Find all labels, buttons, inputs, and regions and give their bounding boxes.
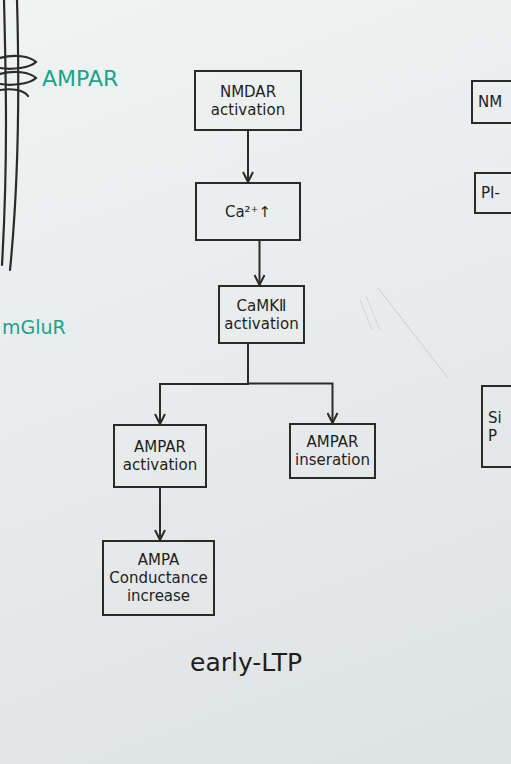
flow-arrow <box>247 131 249 182</box>
flow-arrow <box>160 344 248 424</box>
box-text: CaMKⅡ activation <box>224 297 298 333</box>
box-text: NMDAR activation <box>201 83 295 119</box>
process-box: NM <box>471 80 511 124</box>
flow-arrow <box>259 241 261 285</box>
box-text: Ca²⁺↑ <box>225 203 271 221</box>
process-box: AMPA Conductance increase <box>102 540 215 616</box>
box-text: NM <box>478 93 502 111</box>
faint-mark <box>378 288 448 378</box>
flow-arrow <box>248 344 333 423</box>
box-text: AMPA Conductance increase <box>109 551 208 605</box>
box-text: PI- <box>481 184 500 202</box>
membrane-line <box>2 0 6 265</box>
box-text: AMPAR inseration <box>295 433 370 469</box>
process-box: PI- <box>474 172 511 214</box>
receptor-loop <box>0 56 36 69</box>
flow-arrow <box>159 488 161 540</box>
process-box: CaMKⅡ activation <box>218 285 305 344</box>
structure-label: mGluR <box>2 316 66 338</box>
membrane-line <box>10 0 18 270</box>
receptor-loop <box>0 89 28 96</box>
faint-mark <box>360 296 380 330</box>
structure-label: AMPAR <box>42 66 118 91</box>
diagram-caption-label: early-LTP <box>190 648 302 677</box>
process-box: AMPAR inseration <box>289 423 376 479</box>
box-text: AMPAR activation <box>120 438 200 474</box>
receptor-loop <box>0 72 36 85</box>
process-box: AMPAR activation <box>113 424 207 488</box>
process-box: Si P <box>481 385 511 468</box>
process-box: Ca²⁺↑ <box>195 182 301 241</box>
box-text: Si P <box>488 409 511 445</box>
process-box: NMDAR activation <box>194 70 302 131</box>
